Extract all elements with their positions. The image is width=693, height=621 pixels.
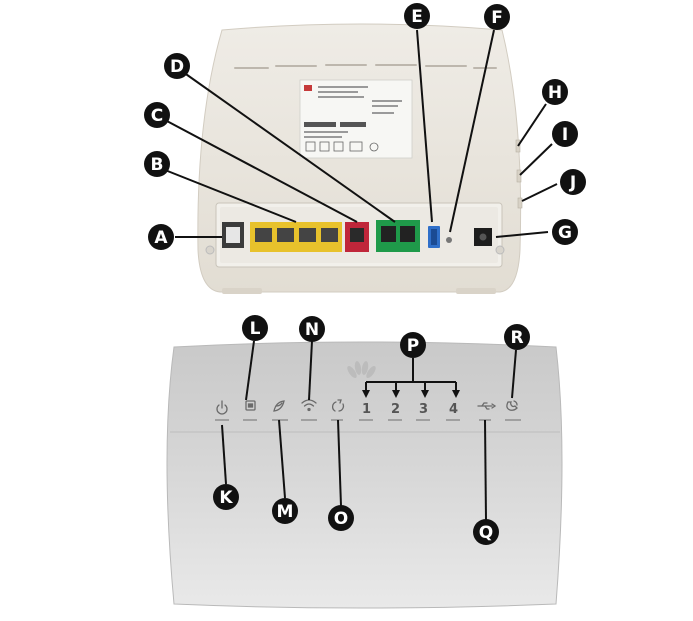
dsl-icon bbox=[245, 400, 256, 411]
callout-f: F bbox=[484, 4, 510, 30]
svg-text:R: R bbox=[510, 328, 523, 348]
side-button-j bbox=[517, 197, 523, 209]
voip-icon bbox=[506, 400, 518, 411]
callout-r: R bbox=[504, 324, 530, 350]
screw-left bbox=[205, 245, 215, 255]
callout-j: J bbox=[560, 169, 586, 195]
svg-text:C: C bbox=[151, 106, 163, 126]
callout-p: P bbox=[400, 332, 426, 358]
vent-slots bbox=[234, 64, 497, 69]
lan-led-number-3: 3 bbox=[419, 402, 428, 417]
product-label-sticker bbox=[299, 79, 413, 159]
callout-m: M bbox=[272, 498, 298, 524]
svg-text:A: A bbox=[154, 228, 168, 248]
power-icon bbox=[216, 400, 228, 415]
lan-led-number-1: 1 bbox=[362, 402, 371, 417]
led-indicators bbox=[216, 399, 518, 415]
usb-icon bbox=[477, 402, 497, 410]
svg-text:M: M bbox=[277, 502, 294, 522]
internet-icon bbox=[273, 400, 285, 412]
brand-logo bbox=[347, 361, 376, 378]
wps-icon bbox=[331, 399, 345, 412]
svg-text:J: J bbox=[569, 173, 576, 193]
router-front-view: 1 2 3 4 bbox=[166, 341, 563, 609]
lan-ports bbox=[255, 228, 338, 242]
svg-text:I: I bbox=[562, 125, 568, 145]
lan-led-numbers: 1 2 3 4 bbox=[362, 402, 458, 417]
svg-text:E: E bbox=[411, 7, 423, 27]
callout-d: D bbox=[164, 53, 190, 79]
callout-q: Q bbox=[473, 519, 499, 545]
callout-n: N bbox=[299, 316, 325, 342]
callout-c: C bbox=[144, 102, 170, 128]
callout-o: O bbox=[328, 505, 354, 531]
svg-text:F: F bbox=[491, 8, 503, 28]
lan-led-number-2: 2 bbox=[391, 402, 400, 417]
callout-l: L bbox=[242, 315, 268, 341]
leader-arrowheads bbox=[362, 390, 460, 398]
svg-text:N: N bbox=[305, 320, 319, 340]
svg-text:H: H bbox=[548, 83, 562, 103]
callout-a: A bbox=[148, 224, 174, 250]
svg-text:O: O bbox=[334, 509, 348, 529]
callout-i: I bbox=[552, 121, 578, 147]
callout-b: B bbox=[144, 151, 170, 177]
leader-lines bbox=[164, 29, 558, 521]
callout-h: H bbox=[542, 79, 568, 105]
callout-g: G bbox=[552, 219, 578, 245]
screw-right bbox=[495, 245, 505, 255]
lan-led-number-4: 4 bbox=[449, 402, 458, 417]
router-rear-view bbox=[197, 23, 523, 294]
callout-e: E bbox=[404, 3, 430, 29]
reset-button bbox=[446, 237, 452, 243]
svg-text:B: B bbox=[151, 155, 164, 175]
svg-text:D: D bbox=[170, 57, 184, 77]
svg-text:Q: Q bbox=[479, 523, 493, 543]
svg-text:L: L bbox=[250, 319, 261, 339]
callout-k: K bbox=[213, 484, 239, 510]
svg-text:P: P bbox=[407, 336, 419, 356]
callouts: A B C D E F G H I J K L M N O P Q R bbox=[144, 3, 586, 545]
svg-text:K: K bbox=[219, 488, 233, 508]
svg-text:G: G bbox=[558, 223, 572, 243]
side-button-i bbox=[516, 169, 522, 183]
